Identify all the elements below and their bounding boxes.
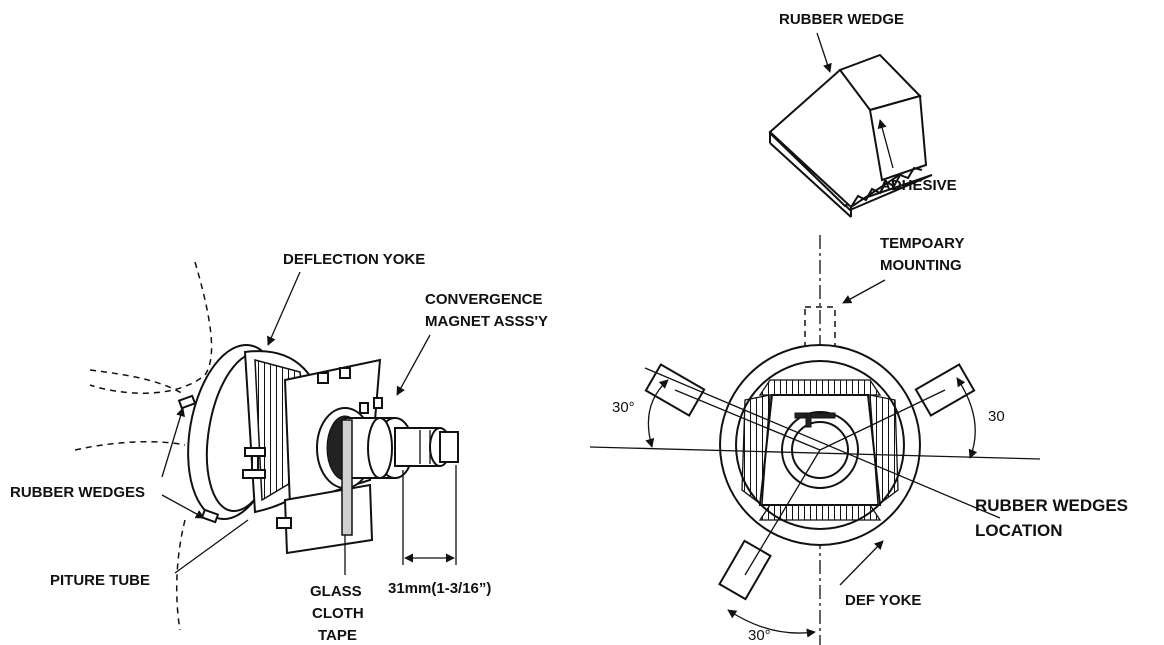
label-angle-bottom: 30° [748,627,771,644]
label-tempoary-line2: MOUNTING [880,257,962,274]
label-angle-left: 30° [612,399,635,416]
yoke-assembly-perspective: DEFLECTION YOKE CONVERGENCE MAGNET ASSS'… [10,251,548,644]
wedge-location-front-view: TEMPOARY MOUNTING 30° 30 30° RUBBER WEDG… [589,235,1128,645]
label-convergence-line1: CONVERGENCE [425,291,543,308]
label-deflection-yoke: DEFLECTION YOKE [283,251,425,268]
label-rubber-wedges: RUBBER WEDGES [10,484,145,501]
label-glass-line3: TAPE [318,627,357,644]
label-rubber-wedge: RUBBER WEDGE [779,11,904,28]
label-adhesive: ADHESIVE [880,177,957,194]
rubber-wedge-detail: RUBBER WEDGE ADHESIVE [768,11,957,218]
label-dimension: 31mm(1-3/16”) [388,580,491,597]
label-glass-line1: GLASS [310,583,362,600]
label-piture-tube: PITURE TUBE [50,572,150,589]
label-tempoary-line1: TEMPOARY [880,235,964,252]
label-glass-line2: CLOTH [312,605,364,622]
label-convergence-line2: MAGNET ASSS'Y [425,313,548,330]
label-def-yoke: DEF YOKE [845,592,921,609]
label-wedges-location-line1: RUBBER WEDGES [975,496,1128,515]
label-wedges-location-line2: LOCATION [975,521,1063,540]
label-angle-right: 30 [988,408,1005,425]
